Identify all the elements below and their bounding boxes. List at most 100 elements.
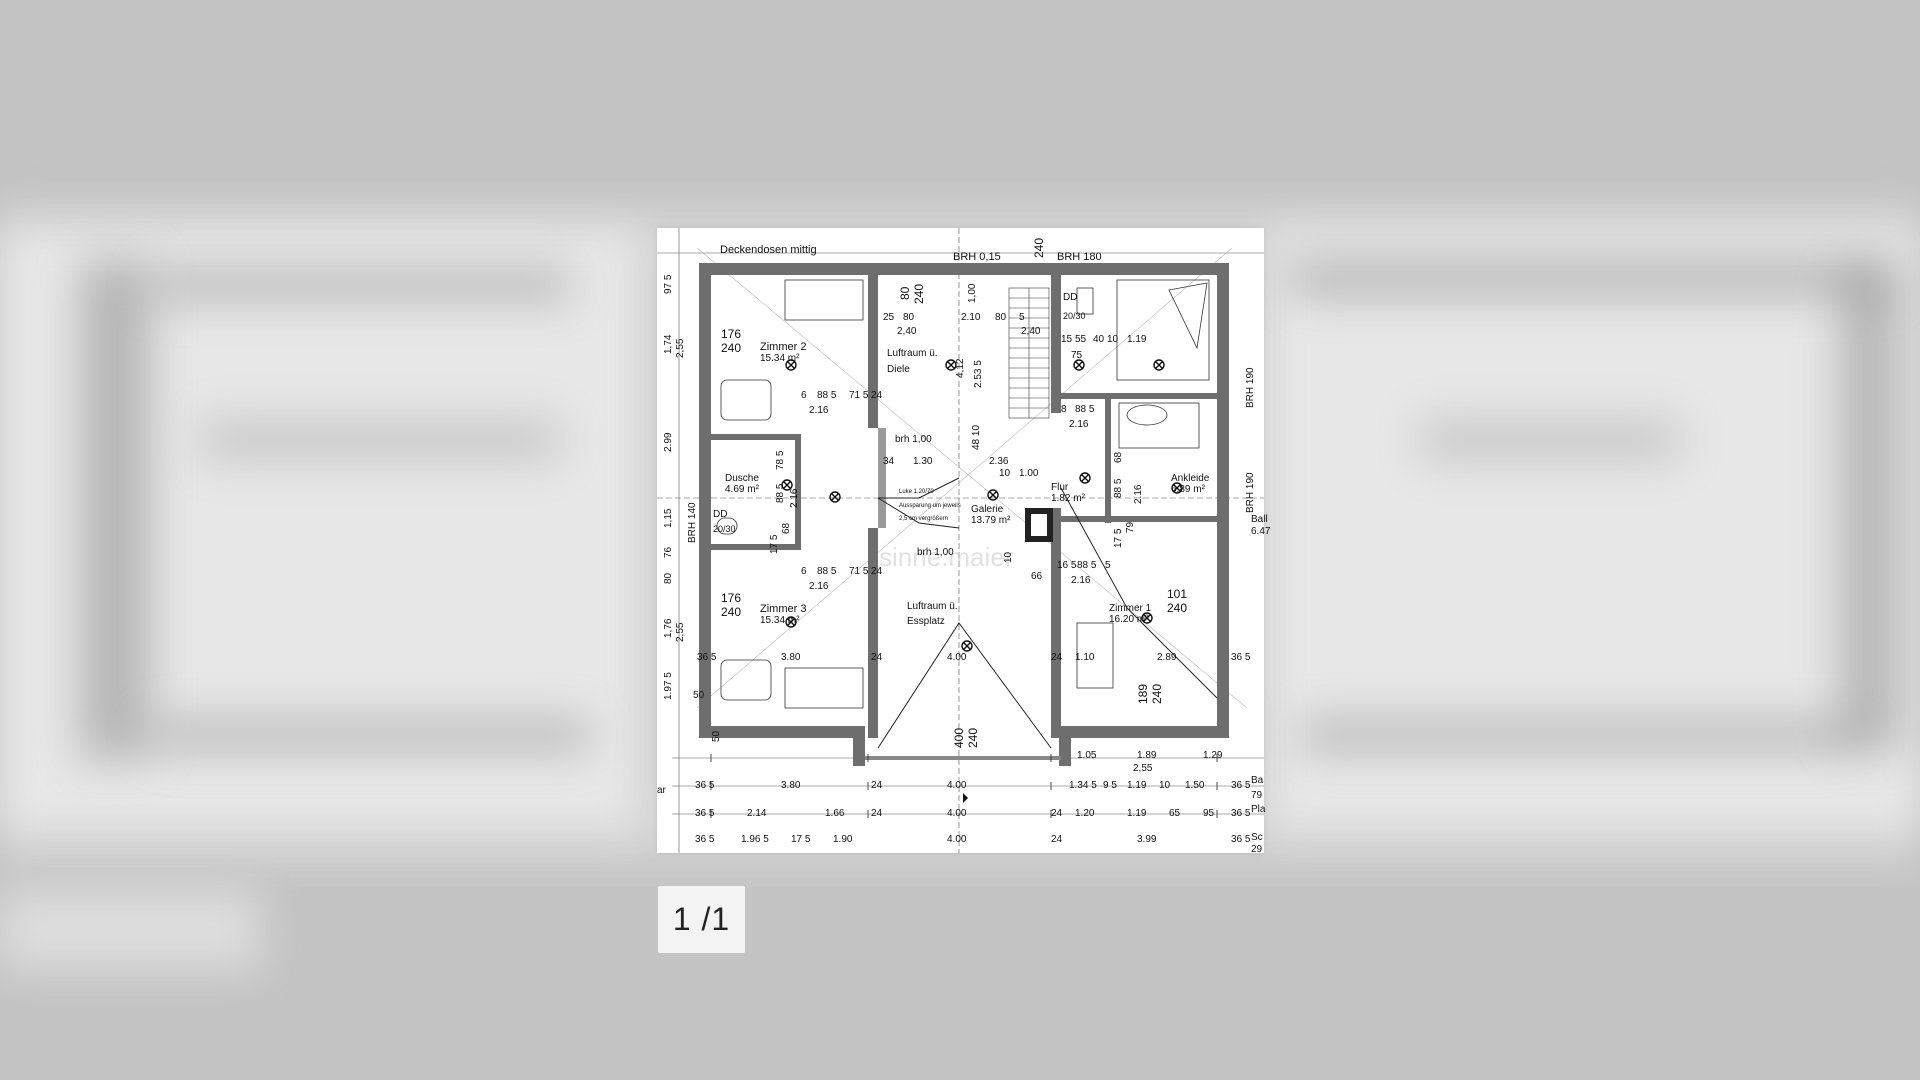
- ceiling-outlets: [781, 359, 1183, 652]
- room-dusche-area: 4.69 m²: [725, 484, 760, 495]
- dim-240-c: 240: [912, 284, 926, 304]
- balkon-area: 6.47: [1251, 526, 1271, 537]
- row1-dim: 24: [871, 780, 883, 791]
- dd-right: DD: [1063, 292, 1077, 303]
- row1-dim: 1.34 5: [1069, 780, 1097, 791]
- backdrop-shape: [150, 270, 570, 300]
- dim-88e: 88 5: [1077, 560, 1097, 571]
- dim-50a: 50: [693, 690, 705, 701]
- row3-dim: 1.90: [833, 834, 853, 845]
- dim-10c: 10: [1003, 551, 1014, 563]
- room-zimmer2-area: 15.34 m²: [760, 353, 800, 364]
- watermark-text: sinne.maier: [879, 542, 1014, 572]
- row-label-3: Sc: [1251, 832, 1263, 843]
- ceiling-outlet-icon: [961, 640, 973, 652]
- row-value-1: 79: [1251, 790, 1263, 801]
- chimney-inner: [1031, 514, 1047, 536]
- dim-2-16d: 2.16: [1133, 484, 1144, 504]
- dim-1-74: 1,74: [663, 334, 674, 354]
- dim-2-16b: 2.16: [809, 581, 829, 592]
- row-label-2: Pla: [1251, 804, 1266, 815]
- dim-2-40b: 2,40: [1021, 326, 1041, 337]
- dim-101: 101: [1167, 587, 1187, 601]
- ceiling-outlet-icon: [1153, 359, 1165, 371]
- dim-68: 68: [1113, 451, 1124, 463]
- row1-dim: 1.19: [1127, 780, 1147, 791]
- backdrop-shape: [200, 420, 560, 460]
- floor-plan-image[interactable]: sinne.maier Deckendosen mittig BRH 0,15 …: [657, 228, 1271, 855]
- row3-dim: 36 5: [1231, 834, 1251, 845]
- backdrop-shape: [1840, 270, 1900, 750]
- ceiling-outlet-icon: [987, 489, 999, 501]
- dim-240-top: 240: [1032, 238, 1046, 258]
- dim-10: 10: [1107, 334, 1119, 345]
- dim-88f: 88 5: [775, 483, 786, 503]
- dim-16: 16 5: [1057, 560, 1077, 571]
- dim-17b: 17 5: [769, 534, 780, 554]
- room-ankleide-area: 6.89 m²: [1171, 484, 1206, 495]
- ceiling-outlet-icon: [1073, 359, 1085, 371]
- staircase: [1008, 287, 1050, 419]
- row2-dim: 1.66: [825, 808, 845, 819]
- floor-plan-drawing: sinne.maier Deckendosen mittig BRH 0,15 …: [657, 228, 1271, 855]
- dimension-ticks: [710, 754, 1218, 818]
- brh-left: BRH 140: [687, 502, 698, 543]
- dim-48: 48 10: [971, 425, 982, 450]
- dim-6b: 6: [801, 566, 807, 577]
- dim-1-89: 1.89: [1137, 750, 1157, 761]
- row2-dim: 1.20: [1075, 808, 1095, 819]
- dimension-row-3: 36 5 1.96 5 17 5 1.90 4.00 24 3.99 36 5: [695, 834, 1251, 845]
- construction-lines: [657, 228, 1264, 853]
- dim-24c: 24: [871, 652, 883, 663]
- dim-2-36: 2.36: [989, 456, 1009, 467]
- dim-4-00a: 4.00: [947, 652, 967, 663]
- dim-76: 76: [663, 546, 674, 558]
- dim-240-d: 240: [1167, 601, 1187, 615]
- dim-1-10: 1.10: [1075, 652, 1095, 663]
- row3-dim: 3.99: [1137, 834, 1157, 845]
- backdrop-shape: [1300, 720, 1860, 750]
- row3-dim: 1.96 5: [741, 834, 769, 845]
- room-zimmer2-name: Zimmer 2: [760, 341, 806, 353]
- dim-2-16f: 2.16: [789, 488, 800, 508]
- row2-dim: 1.19: [1127, 808, 1147, 819]
- dim-10b: 10: [999, 468, 1011, 479]
- dim-97: 97 5: [663, 274, 674, 294]
- dim-240-a: 240: [721, 341, 741, 355]
- row2-dim: 4.00: [947, 808, 967, 819]
- dim-176-a: 176: [721, 327, 741, 341]
- room-flur-name: Flur: [1051, 482, 1069, 493]
- room-zimmer1-area: 16.20 m²: [1109, 614, 1149, 625]
- dim-5: 5: [1019, 312, 1025, 323]
- dim-2-89: 2.89: [1157, 652, 1177, 663]
- left-edge-label: ar: [657, 785, 667, 796]
- dim-2-53: 2.53 5: [973, 360, 984, 388]
- dim-8: 8: [1061, 404, 1067, 415]
- row1-dim: 9 5: [1103, 780, 1117, 791]
- walls: [699, 263, 1229, 766]
- room-ankleide-name: Ankleide: [1171, 473, 1210, 484]
- gable-lines: [877, 477, 1218, 749]
- dim-15: 15: [1061, 334, 1073, 345]
- note-deckendosen: Deckendosen mittig: [720, 244, 817, 256]
- dim-66: 66: [1031, 571, 1043, 582]
- room-dusche-name: Dusche: [725, 473, 759, 484]
- balkon-label: Ball: [1251, 514, 1268, 525]
- dim-34: 34: [883, 456, 895, 467]
- room-luftraum-ess-name2: Essplatz: [907, 616, 945, 627]
- dd-right-size: 20/30: [1063, 311, 1086, 321]
- dd-left: DD: [713, 509, 727, 520]
- dim-176-b: 176: [721, 591, 741, 605]
- dim-1-29: 1.29: [1203, 750, 1223, 761]
- ceiling-outlet-icon: [781, 479, 793, 491]
- dim-25: 25: [883, 312, 895, 323]
- row3-dim: 4.00: [947, 834, 967, 845]
- dim-2-55a: 2,55: [675, 338, 686, 358]
- dim-1-00v: 1,00: [967, 283, 978, 303]
- dim-400: 400: [952, 728, 966, 748]
- arrow-marker-icon: [963, 793, 968, 803]
- row2-dim: 24: [871, 808, 883, 819]
- dim-4-12: 4,12: [955, 358, 966, 378]
- brh-galerie: brh 1,00: [917, 547, 954, 558]
- dim-1-05: 1.05: [1077, 750, 1097, 761]
